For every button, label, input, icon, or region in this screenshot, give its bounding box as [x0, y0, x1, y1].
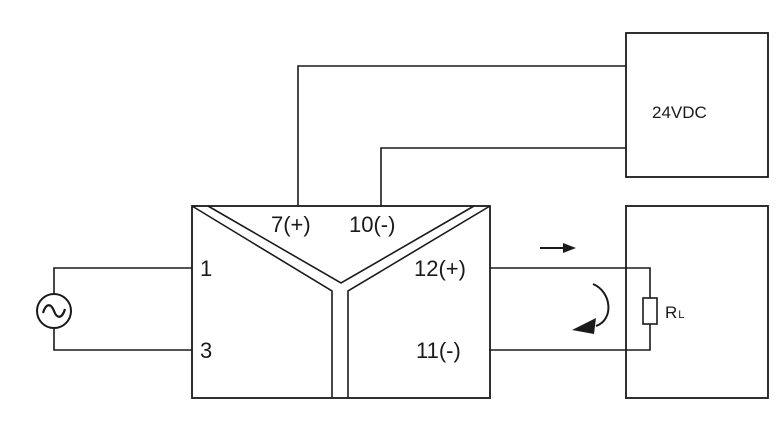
- wire-3-to-source: [53, 328, 192, 351]
- terminal-1-label: 1: [200, 256, 212, 281]
- terminal-11-label: 11(-): [416, 338, 461, 363]
- wire-11-to-load: [490, 324, 651, 351]
- terminal-3-label: 3: [200, 338, 212, 363]
- wire-1-to-source: [53, 267, 192, 294]
- terminal-7-label: 7(+): [271, 212, 311, 237]
- resistor-label: RL: [665, 303, 684, 322]
- wire-7-to-supply: [297, 65, 626, 206]
- isolator-module: [191, 205, 491, 399]
- current-arrow-icon: [540, 243, 576, 253]
- power-supply-label: 24VDC: [652, 103, 707, 122]
- power-supply-box: [625, 32, 769, 178]
- wire-12-to-load: [490, 267, 651, 298]
- isolation-barrier: [191, 205, 491, 398]
- terminal-10-label: 10(-): [349, 212, 395, 237]
- wire-10-to-supply: [380, 147, 626, 206]
- terminal-12-label: 12(+): [414, 256, 466, 281]
- circular-arrow-icon: [572, 283, 610, 334]
- ac-source-icon: [36, 293, 72, 329]
- load-resistor: [642, 297, 658, 325]
